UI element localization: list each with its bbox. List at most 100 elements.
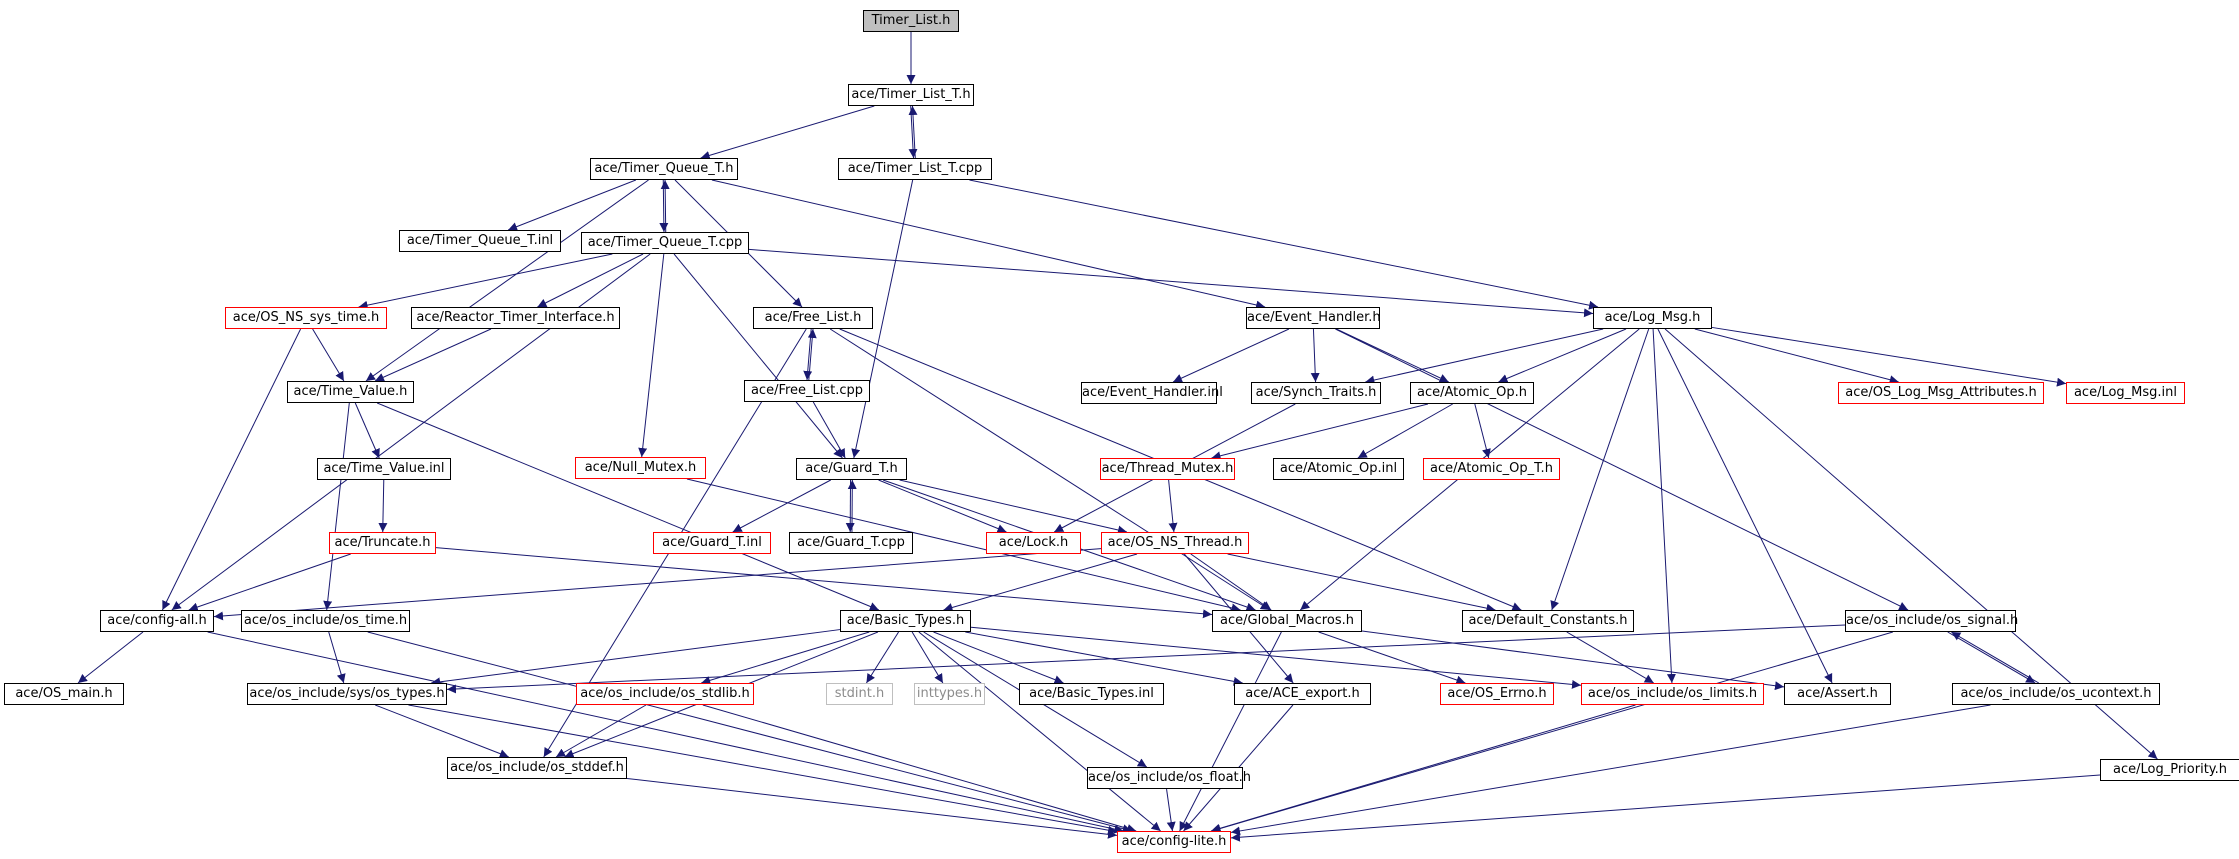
graph-node-ace-basic-types-h[interactable]: ace/Basic_Types.h bbox=[840, 610, 971, 632]
graph-node-ace-free-list-cpp[interactable]: ace/Free_List.cpp bbox=[744, 380, 870, 402]
graph-node-ace-guard-t-cpp[interactable]: ace/Guard_T.cpp bbox=[789, 532, 913, 554]
edge-n30-to-n36 bbox=[328, 631, 346, 684]
edge-n28-to-n33 bbox=[1227, 553, 1496, 613]
graph-node-ace-guard-t-inl[interactable]: ace/Guard_T.inl bbox=[653, 532, 771, 554]
graph-node-ace-os-include-os-signal-h[interactable]: ace/os_include/os_signal.h bbox=[1845, 610, 2018, 632]
edge-n31-to-n49 bbox=[918, 631, 1161, 832]
edge-n19-to-n32 bbox=[686, 478, 1241, 613]
edge-n6-to-n11 bbox=[312, 328, 345, 382]
edge-n10-to-n16 bbox=[1694, 328, 1899, 385]
graph-node-ace-config-all-h[interactable]: ace/config-all.h bbox=[100, 610, 214, 632]
edge-n12-to-n8 bbox=[807, 328, 817, 381]
edge-n31-to-n43 bbox=[970, 626, 1582, 689]
edge-n31-to-n39 bbox=[911, 631, 944, 684]
edge-n31-to-n41 bbox=[965, 631, 1243, 686]
graph-node-ace-os-include-os-time-h[interactable]: ace/os_include/os_time.h bbox=[241, 610, 410, 632]
graph-node-ace-atomic-op-t-h[interactable]: ace/Atomic_Op_T.h bbox=[1423, 458, 1560, 480]
graph-node-ace-event-handler-inl[interactable]: ace/Event_Handler.inl bbox=[1081, 382, 1223, 404]
edge-n10-to-n15 bbox=[1498, 328, 1627, 383]
edge-n5-to-n7 bbox=[537, 253, 644, 308]
edge-n18-to-n24 bbox=[378, 479, 388, 533]
edge-n36-to-n49 bbox=[408, 704, 1118, 835]
graph-node-ace-log-priority-h[interactable]: ace/Log_Priority.h bbox=[2100, 759, 2239, 781]
graph-node-ace-time-value-inl[interactable]: ace/Time_Value.inl bbox=[317, 458, 451, 480]
graph-node-ace-thread-mutex-h[interactable]: ace/Thread_Mutex.h bbox=[1100, 458, 1235, 480]
edge-n24-to-n29 bbox=[188, 553, 351, 612]
graph-node-ace-log-msg-h[interactable]: ace/Log_Msg.h bbox=[1593, 307, 1712, 329]
edge-n20-to-n25 bbox=[732, 479, 831, 533]
edge-n9-to-n14 bbox=[1310, 328, 1320, 383]
edge-n31-to-n37 bbox=[701, 631, 870, 685]
edge-n2-to-n4 bbox=[507, 179, 637, 231]
edge-n32-to-n42 bbox=[1318, 631, 1466, 685]
edge-n32-to-n44 bbox=[1361, 630, 1785, 691]
graph-node-ace-timer-list-t-cpp[interactable]: ace/Timer_List_T.cpp bbox=[838, 158, 992, 180]
graph-node-ace-synch-traits-h[interactable]: ace/Synch_Traits.h bbox=[1251, 382, 1381, 404]
graph-node-ace-atomic-op-inl[interactable]: ace/Atomic_Op.inl bbox=[1273, 458, 1404, 480]
edge-n32-to-n49 bbox=[1179, 631, 1282, 832]
graph-node-ace-assert-h[interactable]: ace/Assert.h bbox=[1784, 683, 1891, 705]
edge-n29-to-n49 bbox=[207, 631, 1124, 834]
edge-n47-to-n49 bbox=[1166, 788, 1176, 832]
edge-n37-to-n49 bbox=[702, 704, 1137, 833]
graph-node-ace-os-include-os-stdlib-h[interactable]: ace/os_include/os_stdlib.h bbox=[576, 683, 754, 705]
graph-node-ace-event-handler-h[interactable]: ace/Event_Handler.h bbox=[1246, 307, 1381, 329]
graph-node-ace-timer-queue-t-h[interactable]: ace/Timer_Queue_T.h bbox=[590, 158, 738, 180]
edge-n5-to-n10 bbox=[748, 248, 1594, 318]
graph-node-ace-timer-queue-t-inl[interactable]: ace/Timer_Queue_T.inl bbox=[399, 230, 561, 252]
edge-n5-to-n20 bbox=[673, 253, 843, 459]
edge-n45-to-n34 bbox=[1951, 631, 2040, 684]
edge-n9-to-n34 bbox=[1335, 328, 1909, 611]
edge-n45-to-n49 bbox=[1230, 704, 1991, 836]
edge-n31-to-n40 bbox=[933, 631, 1064, 684]
edge-n11-to-n31 bbox=[376, 402, 880, 611]
graph-node-timer-list-h[interactable]: Timer_List.h bbox=[863, 10, 959, 32]
graph-node-ace-os-include-sys-os-types-h[interactable]: ace/os_include/sys/os_types.h bbox=[247, 683, 447, 705]
edge-n5-to-n6 bbox=[358, 253, 613, 310]
graph-node-ace-timer-queue-t-cpp[interactable]: ace/Timer_Queue_T.cpp bbox=[581, 232, 749, 254]
graph-node-ace-guard-t-h[interactable]: ace/Guard_T.h bbox=[796, 458, 907, 480]
edge-n33-to-n43 bbox=[1566, 631, 1654, 684]
edge-n28-to-n32 bbox=[1190, 553, 1272, 611]
graph-node-inttypes-h[interactable]: inttypes.h bbox=[914, 683, 985, 705]
graph-node-ace-os-main-h[interactable]: ace/OS_main.h bbox=[4, 683, 124, 705]
graph-node-ace-os-log-msg-attributes-h[interactable]: ace/OS_Log_Msg_Attributes.h bbox=[1838, 382, 2044, 404]
edge-n6-to-n29 bbox=[161, 328, 302, 611]
graph-node-ace-log-msg-inl[interactable]: ace/Log_Msg.inl bbox=[2066, 382, 2185, 404]
edge-n11-to-n30 bbox=[323, 402, 350, 611]
edge-n31-to-n36 bbox=[431, 629, 841, 687]
graph-node-ace-ace-export-h[interactable]: ace/ACE_export.h bbox=[1234, 683, 1371, 705]
graph-node-ace-free-list-h[interactable]: ace/Free_List.h bbox=[753, 307, 873, 329]
graph-node-stdint-h[interactable]: stdint.h bbox=[826, 683, 893, 705]
graph-node-ace-time-value-h[interactable]: ace/Time_Value.h bbox=[287, 381, 414, 403]
graph-node-ace-os-include-os-ucontext-h[interactable]: ace/os_include/os_ucontext.h bbox=[1952, 683, 2160, 705]
graph-node-ace-lock-h[interactable]: ace/Lock.h bbox=[986, 532, 1081, 554]
edge-n15-to-n23 bbox=[1474, 403, 1491, 459]
graph-node-ace-os-include-os-limits-h[interactable]: ace/os_include/os_limits.h bbox=[1581, 683, 1764, 705]
graph-node-ace-atomic-op-h[interactable]: ace/Atomic_Op.h bbox=[1410, 382, 1534, 404]
edge-n10-to-n43 bbox=[1652, 328, 1676, 684]
edge-n20-to-n27 bbox=[878, 479, 1007, 533]
graph-node-ace-default-constants-h[interactable]: ace/Default_Constants.h bbox=[1462, 610, 1634, 632]
graph-node-ace-truncate-h[interactable]: ace/Truncate.h bbox=[329, 532, 436, 554]
edge-n11-to-n18 bbox=[354, 402, 380, 459]
edge-n7-to-n11 bbox=[374, 328, 492, 382]
graph-node-ace-os-ns-sys-time-h[interactable]: ace/OS_NS_sys_time.h bbox=[225, 307, 387, 329]
graph-node-ace-timer-list-t-h[interactable]: ace/Timer_List_T.h bbox=[848, 84, 974, 106]
graph-node-ace-os-errno-h[interactable]: ace/OS_Errno.h bbox=[1440, 683, 1554, 705]
graph-node-ace-reactor-timer-interface-h[interactable]: ace/Reactor_Timer_Interface.h bbox=[411, 307, 620, 329]
edge-n12-to-n20 bbox=[812, 401, 846, 459]
edge-n24-to-n32 bbox=[435, 547, 1213, 619]
edge-n3-to-n20 bbox=[851, 179, 914, 459]
graph-node-ace-os-include-os-stddef-h[interactable]: ace/os_include/os_stddef.h bbox=[447, 757, 627, 779]
edge-n48-to-n49 bbox=[1230, 774, 2101, 842]
graph-node-ace-null-mutex-h[interactable]: ace/Null_Mutex.h bbox=[575, 457, 706, 479]
edge-n5-to-n19 bbox=[638, 253, 665, 458]
graph-node-ace-config-lite-h[interactable]: ace/config-lite.h bbox=[1117, 831, 1231, 853]
edge-n36-to-n46 bbox=[375, 704, 509, 758]
graph-node-ace-global-macros-h[interactable]: ace/Global_Macros.h bbox=[1212, 610, 1362, 632]
edge-n2-to-n9 bbox=[711, 179, 1266, 310]
graph-node-ace-os-include-os-float-h[interactable]: ace/os_include/os_float.h bbox=[1087, 767, 1251, 789]
graph-node-ace-basic-types-inl[interactable]: ace/Basic_Types.inl bbox=[1019, 683, 1164, 705]
graph-node-ace-os-ns-thread-h[interactable]: ace/OS_NS_Thread.h bbox=[1101, 532, 1249, 554]
